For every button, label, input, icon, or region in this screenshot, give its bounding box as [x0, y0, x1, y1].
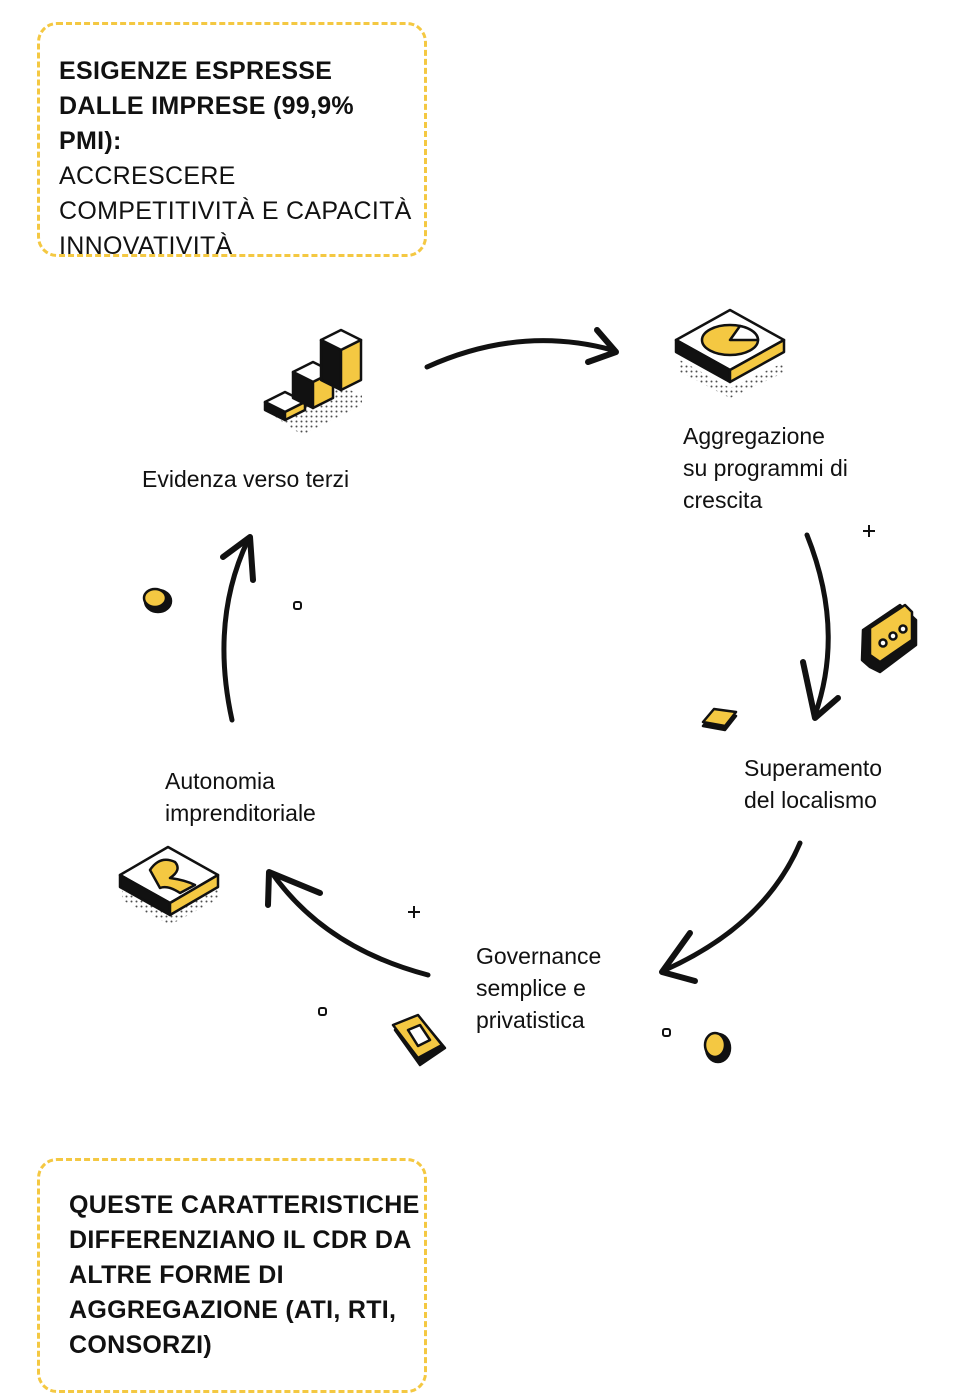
node-aggregazione: Aggregazione su programmi di crescita [683, 423, 848, 513]
bar-chart-icon [263, 328, 363, 435]
chat-bubble-icon [860, 603, 918, 674]
tile-icon [701, 707, 738, 732]
arrow-aggregazione-to-superamento [800, 532, 841, 721]
gem-icon [391, 1013, 447, 1067]
user-badge-icon [118, 845, 220, 925]
node-evidenza: Evidenza verso terzi [142, 466, 350, 492]
requirements-text: ESIGENZE ESPRESSE DALLE IMPRESE (99,9% P… [59, 54, 419, 264]
conclusion-box: QUESTE CARATTERISTICHE DIFFERENZIANO IL … [37, 1158, 427, 1393]
requirements-body: ACCRESCERE COMPETITIVITÀ E CAPACITÀ INNO… [59, 162, 412, 260]
node-autonomia: Autonomia imprenditoriale [165, 768, 316, 826]
pie-chart-icon [674, 308, 786, 398]
arrow-evidenza-to-aggregazione [424, 327, 619, 370]
plus-icon [408, 525, 875, 918]
coin-icon [703, 1031, 732, 1064]
node-superamento: Superamento del localismo [744, 755, 883, 813]
requirements-heading: ESIGENZE ESPRESSE DALLE IMPRESE (99,9% P… [59, 57, 354, 155]
requirements-box: ESIGENZE ESPRESSE DALLE IMPRESE (99,9% P… [37, 22, 427, 260]
conclusion-text: QUESTE CARATTERISTICHE DIFFERENZIANO IL … [69, 1191, 420, 1359]
arrow-autonomia-to-evidenza [220, 534, 256, 723]
node-governance: Governance semplice e privatistica [476, 943, 602, 1033]
arrow-governance-to-autonomia [265, 869, 431, 978]
arrow-superamento-to-governance [659, 840, 803, 984]
ring-icon [142, 587, 173, 614]
dot-icon [293, 601, 671, 1037]
